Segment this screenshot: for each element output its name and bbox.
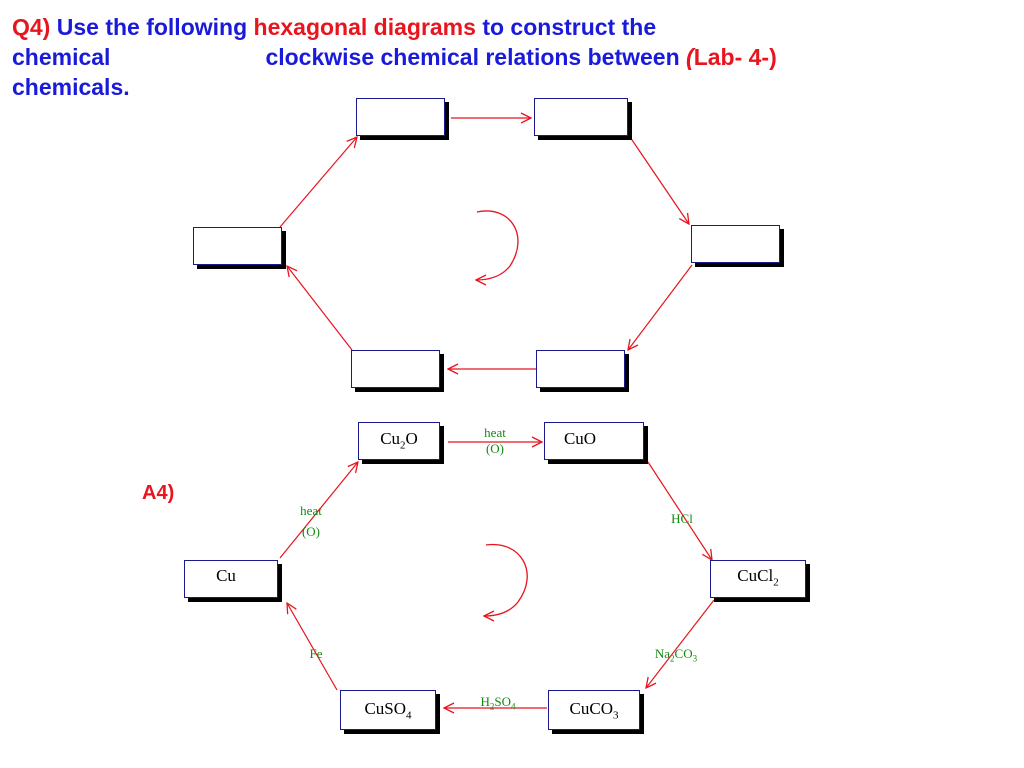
question-line1-a: Use the following — [50, 14, 254, 40]
question-line2-b: clockwise chemical relations between — [265, 44, 687, 70]
q-arrow-upper-left — [279, 137, 357, 228]
question-highlight: hexagonal diagrams — [253, 14, 476, 40]
question-number: Q4) — [12, 14, 51, 40]
node-cuco3: CuCO3 — [548, 690, 640, 730]
reagent-cu2o-to-cuo: heat(O) — [484, 425, 506, 456]
node-cu2o: Cu2O — [358, 422, 440, 460]
question-paren: ( — [686, 44, 694, 70]
node-cucl2: CuCl2 — [710, 560, 806, 598]
q-clockwise-arrow — [476, 210, 519, 280]
a-arrow-lower-left — [287, 603, 338, 691]
question-lab-ref: Lab- 4-) — [693, 44, 777, 70]
answer-label: A4) — [142, 482, 175, 504]
q-arrow-upper-right — [629, 136, 689, 224]
question-text: Q4) Use the following hexagonal diagrams… — [12, 12, 972, 102]
blank-box-top-left — [356, 98, 445, 136]
blank-box-bottom-left — [351, 350, 440, 388]
reagent-cuso4-to-cu: Fe — [309, 646, 323, 661]
blank-box-right — [691, 225, 780, 263]
reagent-cuco3-to-cuso4: H2SO4 — [480, 694, 516, 712]
question-line3: chemicals. — [12, 74, 130, 100]
blank-box-top-right — [534, 98, 628, 136]
node-cuso4: CuSO4 — [340, 690, 436, 730]
node-cu: Cu — [184, 560, 278, 598]
a-arrow-lower-right — [646, 599, 715, 688]
reagent-cuo-to-cucl2: HCl — [671, 511, 693, 526]
a-clockwise-arrow — [484, 543, 528, 616]
blank-box-left — [193, 227, 282, 265]
blank-box-bottom-right — [536, 350, 625, 388]
q-arrow-lower-right — [628, 264, 693, 350]
q-arrow-lower-left — [287, 266, 353, 351]
question-line2-a: chemical — [12, 44, 111, 70]
reagent-cucl2-to-cuco3: Na2CO3 — [654, 646, 698, 664]
reagent-cu-to-cu2o: heat(O) — [300, 503, 322, 539]
node-cuo: CuO — [544, 422, 644, 460]
a-arrow-upper-left — [279, 462, 358, 559]
question-line1-c: to construct the — [475, 14, 657, 40]
a-arrow-upper-right — [647, 461, 712, 560]
